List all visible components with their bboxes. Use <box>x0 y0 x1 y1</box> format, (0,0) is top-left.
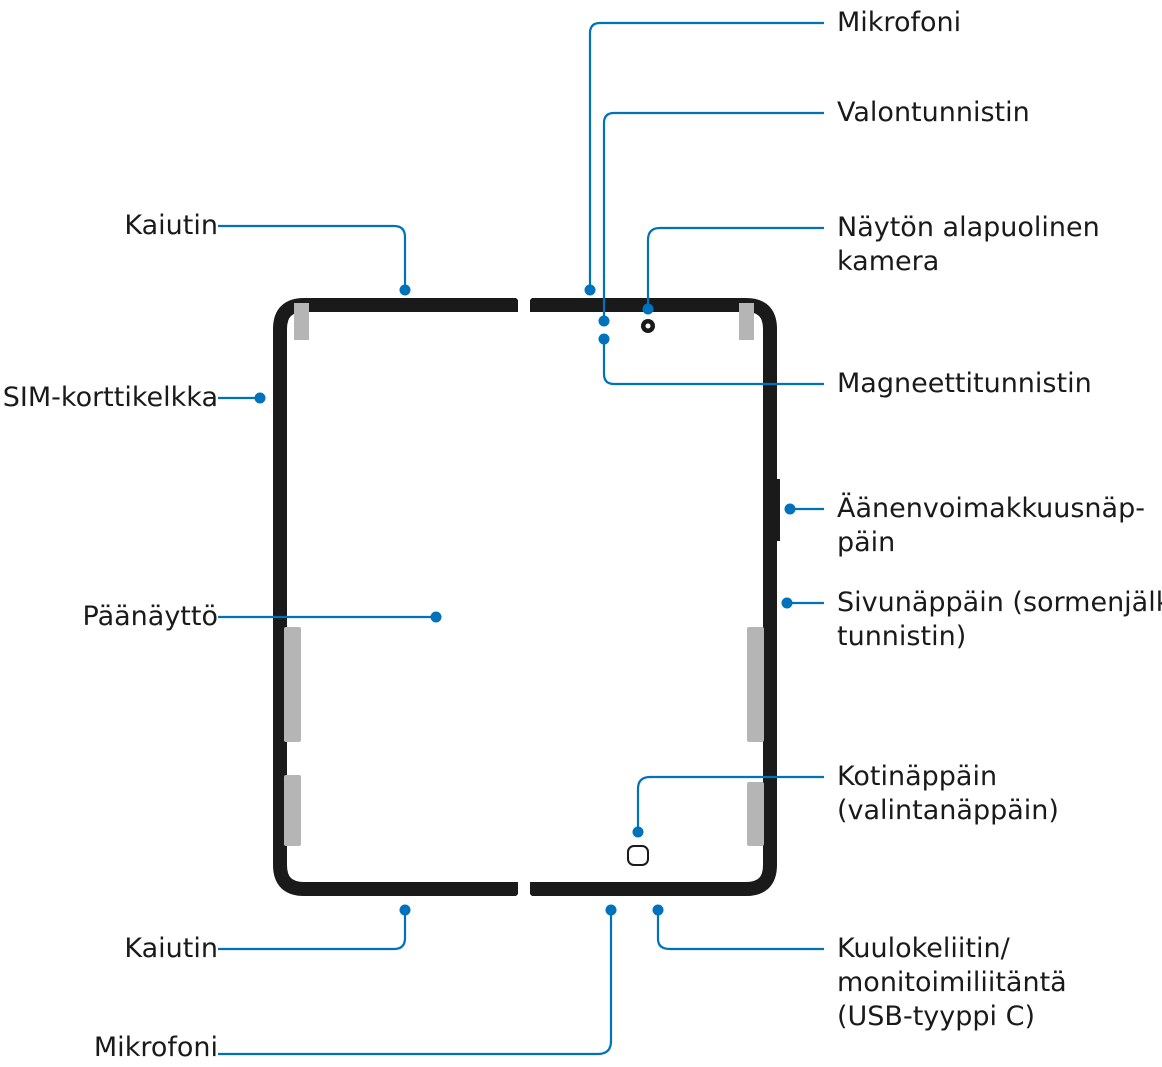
label-light-sensor: Valontunnistin <box>837 97 1030 128</box>
antenna-strip-right-bottom <box>747 782 764 846</box>
device-frame <box>273 298 777 896</box>
leader-light-sensor <box>602 111 824 320</box>
leader-mic-top <box>588 21 824 289</box>
dot-home-key <box>632 826 644 838</box>
leader-udc <box>646 226 824 309</box>
dot-side-key <box>781 597 793 609</box>
label-udc: Näytön alapuolinen kamera <box>837 211 1100 279</box>
label-volume-line1: Äänenvoimakkuusnäp- <box>837 493 1145 524</box>
label-volume: Äänenvoimakkuusnäp- päin <box>837 492 1145 560</box>
leader-home-key <box>636 775 824 832</box>
label-mic-bottom: Mikrofoni <box>93 1032 218 1063</box>
dot-mic-bottom <box>605 904 617 916</box>
label-udc-line2: kamera <box>837 246 940 277</box>
dot-volume <box>784 503 796 515</box>
leader-lines <box>218 21 824 1056</box>
hinge-notch-top <box>516 298 532 306</box>
leader-speaker-bottom <box>218 910 407 951</box>
label-earjack-line2: monitoimiliitäntä <box>837 967 1067 998</box>
frame-right-half <box>530 298 777 896</box>
dot-magnetic-sensor <box>598 333 610 345</box>
leader-mic-bottom <box>218 910 613 1056</box>
leader-magnetic-sensor <box>602 340 824 386</box>
label-sim-tray: SIM-korttikelkka <box>2 382 218 413</box>
leader-dots <box>254 284 796 916</box>
label-side-key: Sivunäppäin (sormenjälki- tunnistin) <box>837 586 1162 654</box>
label-earjack: Kuulokeliitin/ monitoimiliitäntä (USB-ty… <box>837 932 1067 1034</box>
hinge-notch-bottom <box>516 888 532 896</box>
label-home-key: Kotinäppäin (valintanäppäin) <box>837 760 1059 828</box>
dot-earjack <box>652 904 664 916</box>
antenna-strip-left-middle <box>284 627 301 742</box>
camera-icon <box>641 319 655 333</box>
dot-mic-top <box>584 284 596 296</box>
dot-speaker-bottom <box>399 904 411 916</box>
leader-speaker-top <box>218 224 407 289</box>
frame-left-half <box>273 298 518 896</box>
dot-udc <box>642 303 654 315</box>
label-home-key-line1: Kotinäppäin <box>837 761 998 792</box>
dot-light-sensor <box>598 315 610 327</box>
label-speaker-top: Kaiutin <box>124 210 218 241</box>
label-mic-top: Mikrofoni <box>837 7 962 38</box>
label-main-screen: Päänäyttö <box>82 601 219 632</box>
dot-main-screen <box>430 611 442 623</box>
label-home-key-line2: (valintanäppäin) <box>837 795 1059 826</box>
label-side-key-line2: tunnistin) <box>837 621 967 652</box>
label-side-key-line1: Sivunäppäin (sormenjälki- <box>837 587 1162 618</box>
label-speaker-bottom: Kaiutin <box>124 933 218 964</box>
antenna-strip-right-middle <box>747 627 764 742</box>
dot-sim-tray <box>254 392 266 404</box>
label-volume-line2: päin <box>837 527 896 558</box>
leader-earjack <box>656 910 824 951</box>
volume-key <box>775 479 780 541</box>
home-key-icon <box>627 845 649 866</box>
antenna-strip-top-left <box>294 303 309 340</box>
antenna-strip-top-right <box>739 303 754 340</box>
label-udc-line1: Näytön alapuolinen <box>837 212 1100 243</box>
label-magnetic-sensor: Magneettitunnistin <box>837 368 1092 399</box>
dot-speaker-top <box>399 284 411 296</box>
label-earjack-line1: Kuulokeliitin/ <box>837 933 1010 964</box>
antenna-strip-left-bottom <box>284 775 301 846</box>
label-earjack-line3: (USB-tyyppi C) <box>837 1001 1035 1032</box>
